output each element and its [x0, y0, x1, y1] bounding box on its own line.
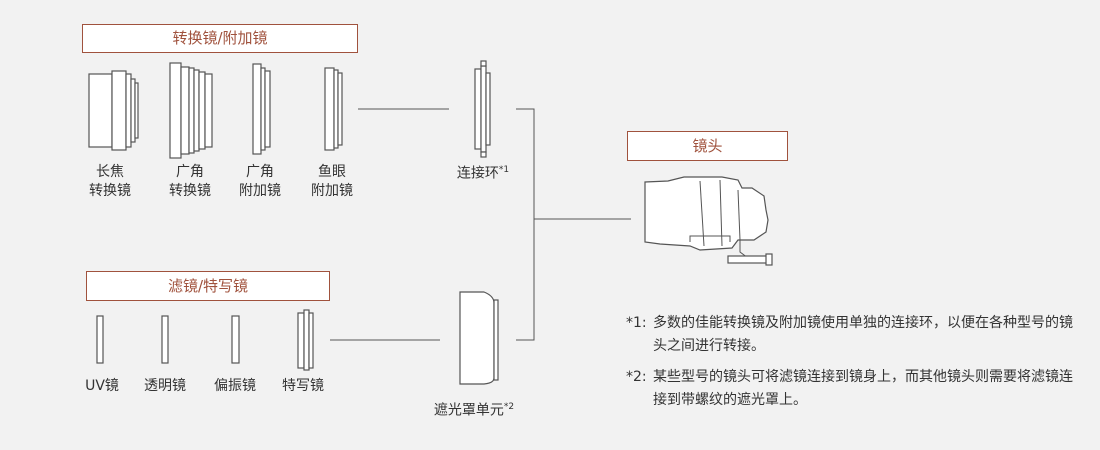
clear-filter-icon	[161, 315, 169, 364]
converters-section-title: 转换镜/附加镜	[82, 24, 358, 53]
footnote-2-mark: *2:	[626, 369, 647, 385]
fisheye-attachment-label: 鱼眼 附加镜	[311, 164, 353, 199]
wide-converter-icon	[169, 62, 213, 159]
adapter-ring-icon	[474, 60, 491, 158]
tele-converter-icon	[88, 70, 139, 151]
fisheye-attachment-icon	[324, 67, 343, 151]
footnote-1-text: 多数的佳能转换镜及附加镜使用单独的连接环，以便在各种型号的镜头之间进行转接。	[653, 315, 1073, 354]
filters-section-title: 滤镜/特写镜	[86, 271, 330, 301]
lens-hood-icon	[459, 291, 499, 385]
close-up-lens-label: 特写镜	[282, 378, 324, 394]
bracket-line	[516, 108, 535, 341]
wide-converter-label: 广角 转换镜	[169, 164, 211, 199]
lens-body-icon	[644, 176, 773, 266]
polarizing-filter-icon	[231, 315, 240, 364]
wide-attachment-label: 广角 附加镜	[239, 164, 281, 199]
clear-filter-label: 透明镜	[144, 378, 186, 394]
uv-filter-label: UV镜	[85, 378, 119, 394]
wide-attachment-icon	[252, 63, 271, 155]
footnote-2-text: 某些型号的镜头可将滤镜连接到镜身上，而其他镜头则需要将滤镜连接到带螺纹的遮光罩上…	[653, 369, 1073, 408]
polarizing-filter-label: 偏振镜	[214, 378, 256, 394]
tele-converter-label: 长焦 转换镜	[89, 164, 131, 199]
uv-filter-icon	[96, 315, 104, 364]
lens-title: 镜头	[627, 131, 788, 161]
footnote-1: *1: 多数的佳能转换镜及附加镜使用单独的连接环，以便在各种型号的镜头之间进行转…	[626, 312, 1086, 358]
footnote-2: *2: 某些型号的镜头可将滤镜连接到镜身上，而其他镜头则需要将滤镜连接到带螺纹的…	[626, 366, 1086, 412]
close-up-lens-icon	[297, 309, 314, 371]
adapter-ring-label: 连接环*1	[456, 165, 510, 182]
lens-hood-label: 遮光罩单元*2	[433, 402, 515, 419]
footnote-1-mark: *1:	[626, 315, 647, 331]
